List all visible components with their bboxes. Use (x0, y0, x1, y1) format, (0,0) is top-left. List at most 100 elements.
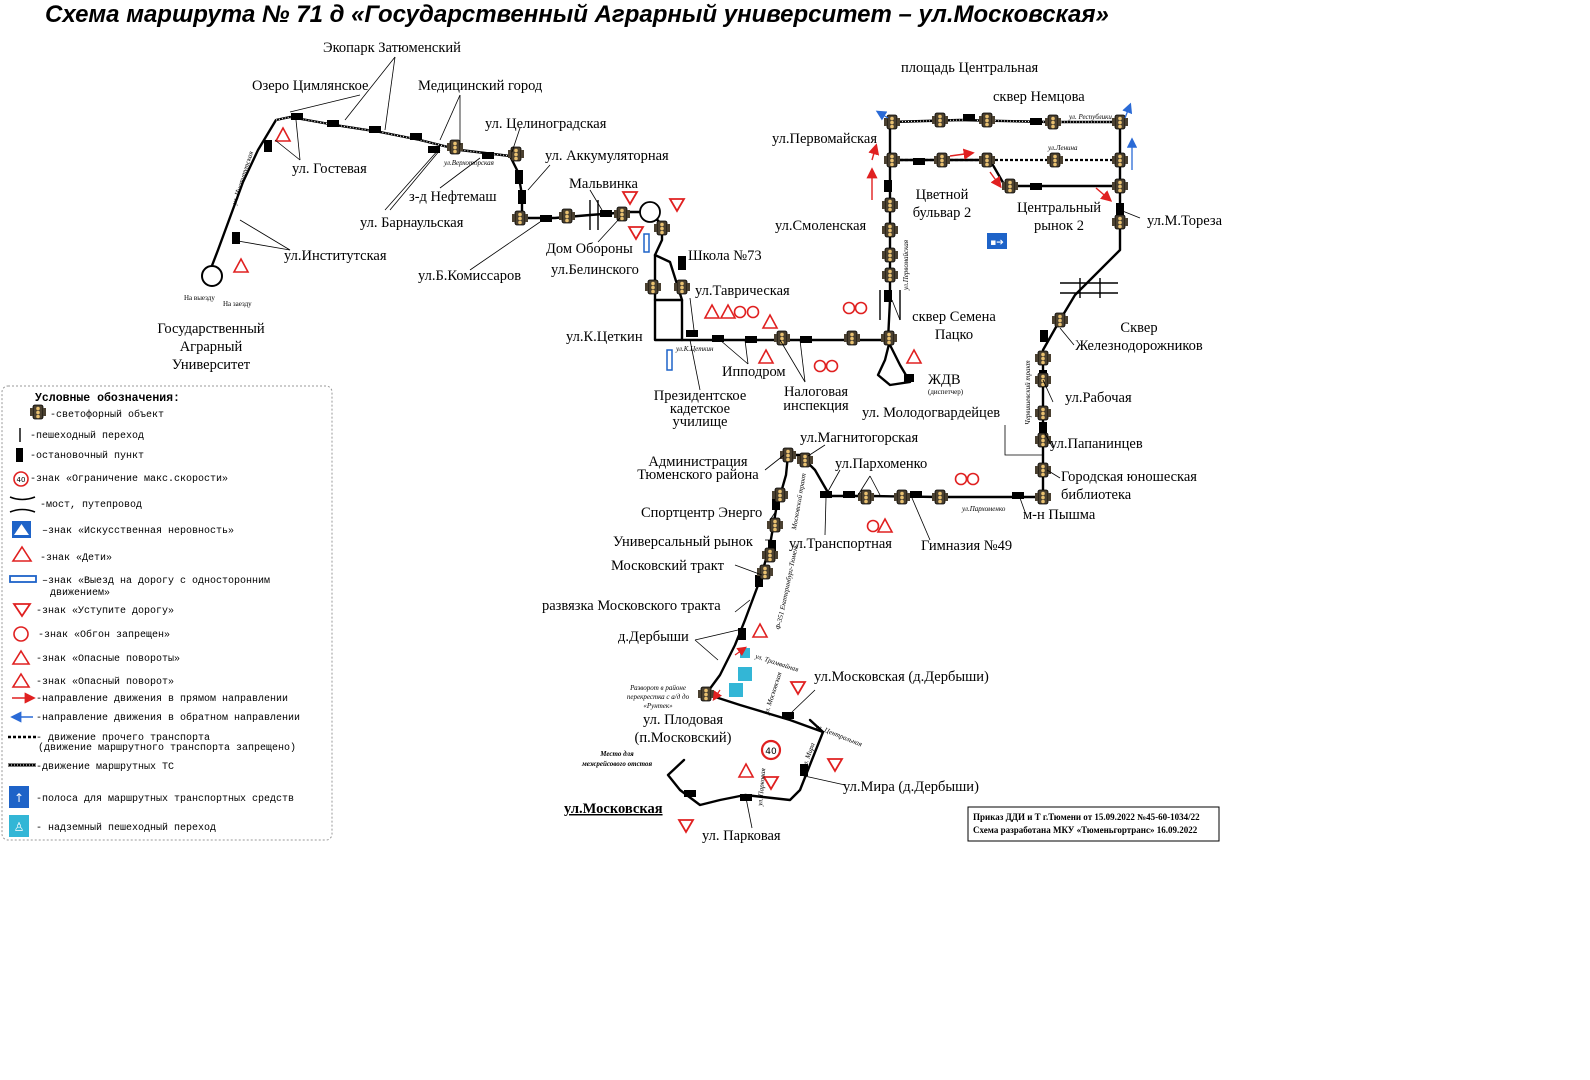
stop-label: Экопарк Затюменский (323, 40, 461, 56)
legend-title: Условные обозначения: (35, 392, 180, 405)
stop-label: ул.Смоленская (775, 218, 867, 234)
stop-label: ул. Плодовая (643, 712, 723, 728)
stop-label: м-н Пышма (1023, 507, 1096, 523)
street-label: «Рунтек» (643, 702, 673, 710)
legend-item: -направление движения в прямом направлен… (36, 694, 288, 705)
legend-item: -пешеходный переход (30, 430, 144, 442)
street-label: ул.Ленина (1047, 144, 1078, 152)
stop-label: ул. Барнаульская (360, 215, 464, 231)
bus-lane-icon: ▪➔ (990, 238, 1004, 248)
bus-lane-icon: ↑ (14, 791, 24, 805)
legend-item: -полоса для маршрутных транспортных сред… (36, 794, 294, 805)
stop-label: д.Дербыши (618, 629, 689, 645)
street-label: ул. Парковая (756, 768, 767, 807)
legend-frame (1, 385, 333, 841)
stop-label: Школа №73 (688, 248, 762, 264)
street-label: На заезду (223, 300, 252, 308)
legend-item: -остановочный пункт (30, 450, 144, 462)
stop-label: Сквер (1120, 320, 1157, 336)
street-label: ул. Трамвайная (753, 652, 799, 674)
street-label: Место для (599, 750, 634, 758)
stop-label: Московский тракт (611, 558, 725, 574)
street-label: Московский тракт (790, 473, 808, 532)
street-label: ул.К.Цеткин (675, 345, 714, 353)
stop-label: ул. Парковая (702, 828, 781, 844)
legend-item: -светофорный объект (50, 408, 164, 421)
stop-label: Администрация (648, 454, 747, 470)
legend-item: -знак «Дети» (40, 553, 112, 564)
order-note: Приказ ДДИ и Т г.Тюмени от 15.09.2022 №4… (967, 806, 1220, 842)
stop-label: Пацко (935, 327, 973, 343)
legend-item: –знак «Выезд на дорогу с односторонним (42, 576, 270, 587)
stop-label: площадь Центральная (901, 60, 1039, 76)
legend-item: -движение маршрутных ТС (36, 762, 174, 773)
stop-label: Центральный (1017, 200, 1101, 216)
legend-item: (движение маршрутного транспорта запреще… (38, 742, 296, 754)
stop-labels: Экопарк Затюменский Озеро Цимлянское Мед… (157, 40, 1222, 844)
stop-label: Аграрный (180, 339, 243, 355)
legend-item: -мост, путепровод (40, 500, 142, 511)
stop-label: Озеро Цимлянское (252, 78, 368, 94)
stop-label: Государственный (157, 321, 265, 337)
street-label: межрейсового отстоя (581, 760, 653, 768)
legend-item: -направление движения в обратном направл… (36, 711, 300, 724)
legend: Условные обозначения: -светофорный объек… (1, 385, 333, 841)
street-label: ул.Пархоменко (961, 505, 1006, 513)
stop-label: Президентское (654, 388, 747, 404)
legend-item: -знак «Ограничение макс.скорости» (30, 474, 228, 485)
speed-limit-sign: 40 (765, 747, 777, 757)
stop-label: ул.Мира (д.Дербыши) (843, 779, 979, 795)
legend-item: -знак «Опасные повороты» (36, 654, 180, 665)
street-label: ул. Институтская (230, 150, 255, 206)
stop-label: Тюменского района (637, 467, 759, 483)
road-signs: ▪➔ 40 (233, 127, 1007, 833)
bridges (589, 200, 1118, 320)
stop-label: ЖДВ (928, 372, 961, 388)
stop-label: ул.Магнитогорская (800, 430, 918, 446)
legend-item: -знак «Опасный поворот» (36, 676, 174, 688)
stop-label: Мальвинка (569, 176, 638, 192)
street-label: Червишевский тракт (1024, 360, 1032, 425)
stop-label: Дом Обороны (546, 241, 633, 257)
note-line: Схема разработана МКУ «Тюменьгортранс» 1… (973, 825, 1198, 835)
stop-label: сквер Немцова (993, 89, 1085, 105)
legend-item: –знак «Искусственная неровность» (42, 526, 234, 537)
street-label: перекрестка с а/д до (627, 693, 690, 701)
stop-label: з-д Нефтемаш (409, 189, 497, 205)
stop-label: Спортцентр Энерго (641, 505, 762, 521)
stop-label: бульвар 2 (913, 205, 972, 221)
stop-label: Городская юношеская (1061, 469, 1197, 485)
street-label: ул.Верхоторская (443, 159, 494, 167)
stop-label: Ипподром (722, 364, 786, 380)
pedestrian-bridge-icon: ♙ (14, 820, 25, 834)
legend-item: -знак «Обгон запрещен» (38, 628, 170, 641)
stop-label: ул.Транспортная (789, 536, 892, 552)
stop-label: ул.Московская (д.Дербыши) (814, 669, 989, 685)
note-line: Приказ ДДИ и Т г.Тюмени от 15.09.2022 №4… (973, 812, 1200, 822)
stop-label: Цветной (916, 187, 969, 203)
stop-label: Налоговая (784, 384, 848, 400)
stop-label: сквер Семена (912, 309, 996, 325)
street-label: На выезду (184, 294, 215, 302)
stop-label: училище (673, 414, 728, 430)
stop-label: ул.Рабочая (1065, 390, 1132, 406)
stop-label: ул.Б.Комиссаров (418, 268, 521, 284)
stop-label: ул. Аккумуляторная (545, 148, 669, 164)
street-label: ул.Первомайская (902, 240, 910, 291)
stop-label: развязка Московского тракта (542, 598, 721, 614)
stop-label: кадетское (670, 401, 730, 417)
stop-label: инспекция (783, 398, 849, 414)
legend-item: движением» (50, 588, 110, 599)
stop-label: Универсальный рынок (613, 534, 754, 550)
stop-label: библиотека (1061, 487, 1132, 503)
stop-label: ул.К.Цеткин (566, 329, 643, 345)
terminal-label: ул.Московская (564, 801, 663, 817)
street-label: Разворот в районе (629, 684, 686, 692)
street-label: ул. Республики (1068, 113, 1112, 121)
direction-arrows (712, 102, 1138, 701)
legend-item: -знак «Уступите дорогу» (36, 606, 174, 617)
legend-speed-icon: 40 (17, 476, 26, 484)
stop-label: Медицинский город (418, 78, 543, 94)
stop-label: ул. Молодогвардейцев (862, 405, 1000, 421)
stop-label: рынок 2 (1034, 218, 1084, 234)
